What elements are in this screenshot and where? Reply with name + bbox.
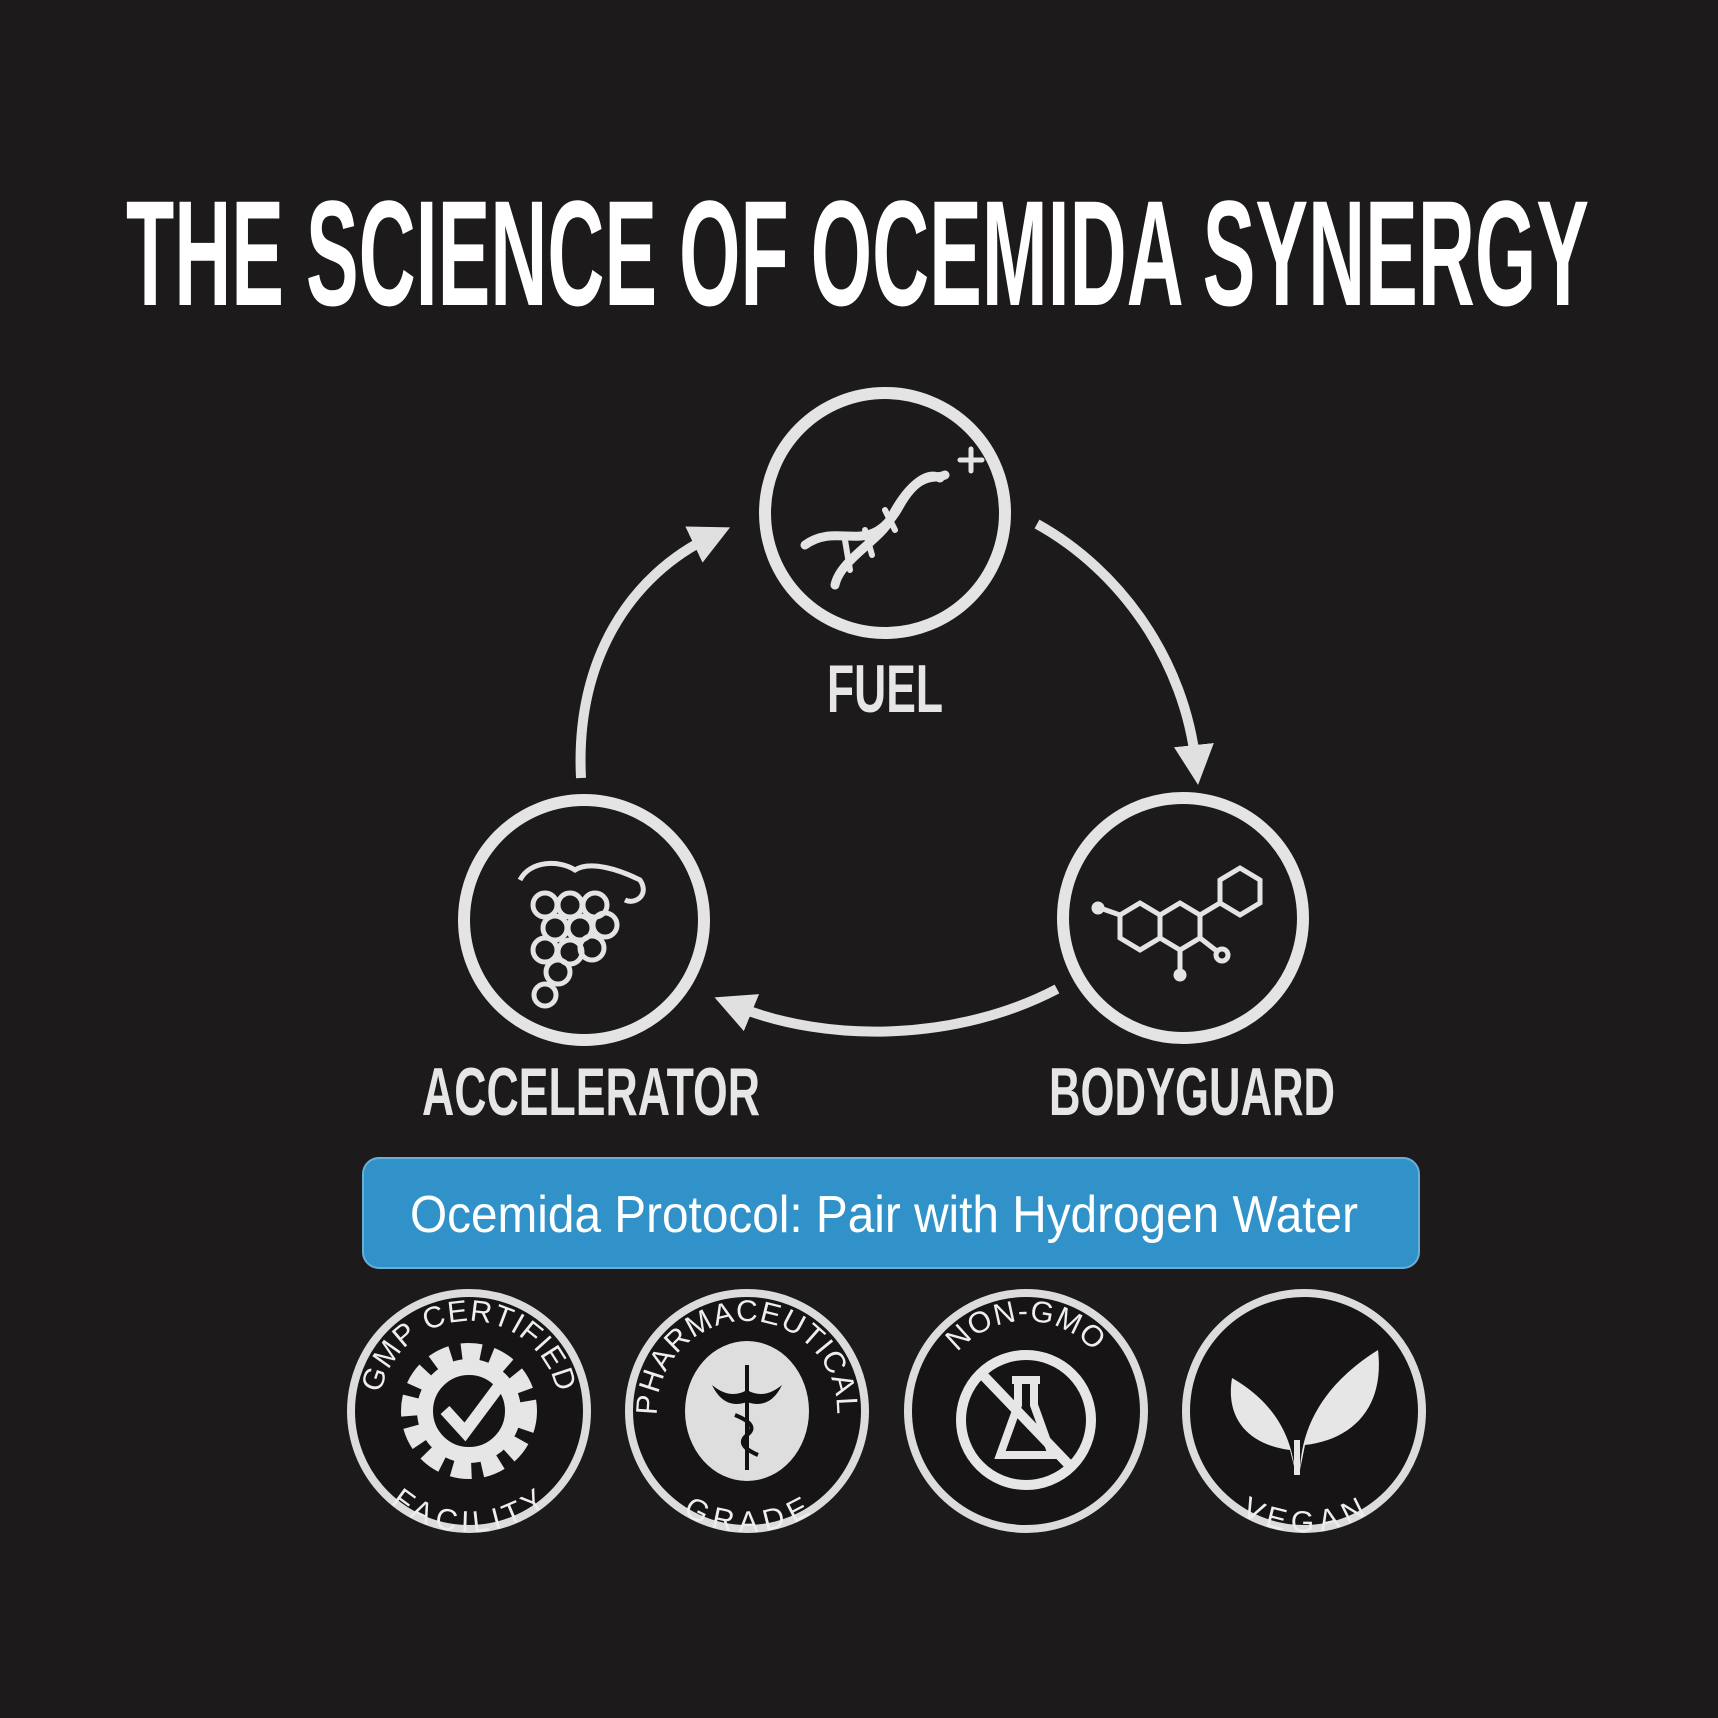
accelerator-label: ACCELERATOR bbox=[422, 1054, 760, 1130]
node-accelerator: ACCELERATOR bbox=[422, 794, 760, 1130]
gear-check-icon bbox=[401, 1343, 537, 1479]
fuel-label: FUEL bbox=[827, 651, 943, 727]
protocol-text: Ocemida Protocol: Pair with Hydrogen Wat… bbox=[410, 1186, 1358, 1244]
no-gmo-flask-icon bbox=[956, 1350, 1096, 1490]
bodyguard-label: BODYGUARD bbox=[1049, 1054, 1335, 1130]
node-bodyguard: BODYGUARD bbox=[1049, 792, 1335, 1130]
arrow-fuel-to-bodyguard bbox=[1034, 519, 1214, 785]
badge-gmp: GMP CERTIFIED FACILITY bbox=[347, 1289, 591, 1539]
arrow-bodyguard-to-accelerator bbox=[714, 984, 1060, 1037]
grapes-icon bbox=[517, 860, 646, 1009]
molecule-icon bbox=[1091, 865, 1263, 982]
badge-vegan: VEGAN bbox=[1182, 1289, 1426, 1539]
protocol-banner: Ocemida Protocol: Pair with Hydrogen Wat… bbox=[362, 1157, 1420, 1269]
dna-plus-icon bbox=[800, 446, 985, 590]
caduceus-icon bbox=[685, 1341, 809, 1481]
node-fuel: FUEL bbox=[759, 387, 1011, 727]
page-title: THE SCIENCE OF OCEMIDA SYNERGY bbox=[126, 169, 1589, 337]
badge-non-gmo: NON-GMO bbox=[904, 1289, 1148, 1533]
leaf-sprout-icon bbox=[1230, 1350, 1379, 1475]
arrow-accelerator-to-fuel bbox=[575, 526, 731, 779]
badge-pharmaceutical: PHARMACEUTICAL GRADE bbox=[625, 1289, 869, 1539]
